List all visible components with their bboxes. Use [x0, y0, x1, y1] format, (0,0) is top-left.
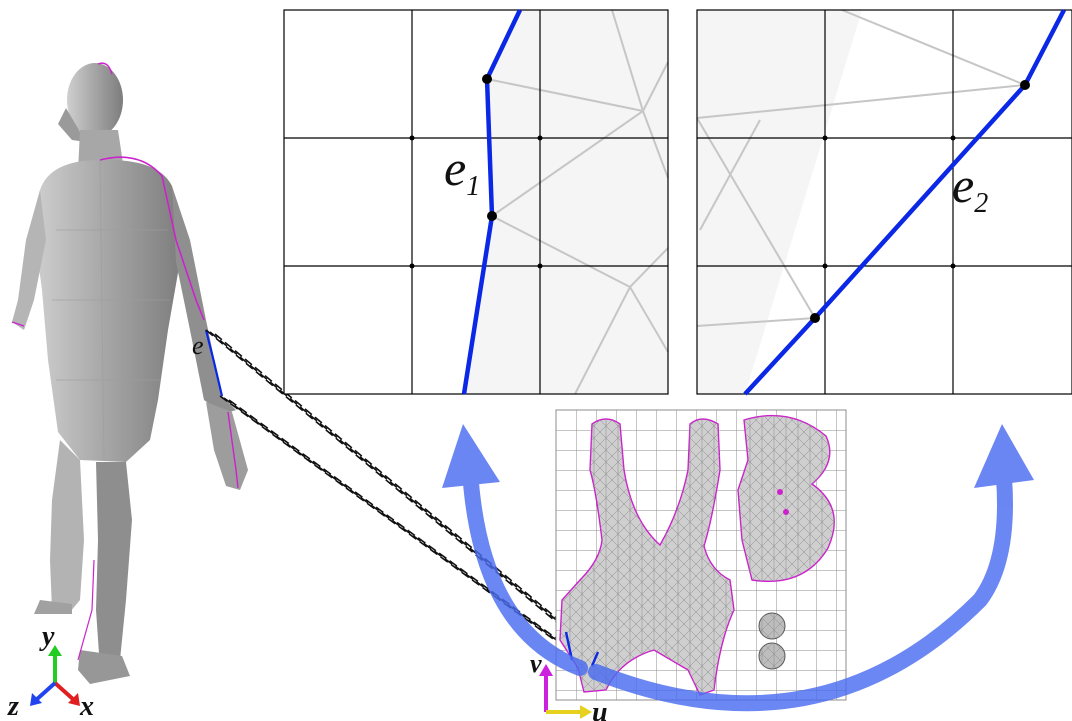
axis-label-z: z	[7, 691, 19, 721]
uv-atlas	[555, 409, 847, 701]
axis-label-u: u	[592, 697, 608, 721]
edge-label-e2: e2	[952, 157, 988, 219]
arrowhead-left	[442, 424, 500, 488]
axis-label-v: v	[530, 649, 542, 678]
grid-zoom-panel-2: e2	[696, 8, 1072, 396]
human-mesh-model: e	[11, 62, 248, 684]
axes-uv-icon: v u	[530, 649, 608, 721]
curved-arrows	[442, 424, 1034, 712]
axis-label-y: y	[39, 621, 55, 652]
curved-arrow-left	[462, 462, 588, 676]
edge-label-e1: e1	[444, 140, 480, 202]
projection-lines	[205, 329, 595, 667]
edge-label-3d: e	[192, 331, 204, 360]
arrowhead-right	[974, 424, 1034, 488]
axes-3d-icon: y z x	[7, 621, 94, 721]
axis-label-x: x	[79, 691, 94, 721]
curved-arrow-right	[588, 470, 1013, 712]
grid-zoom-panel-1: e1	[283, 9, 669, 395]
